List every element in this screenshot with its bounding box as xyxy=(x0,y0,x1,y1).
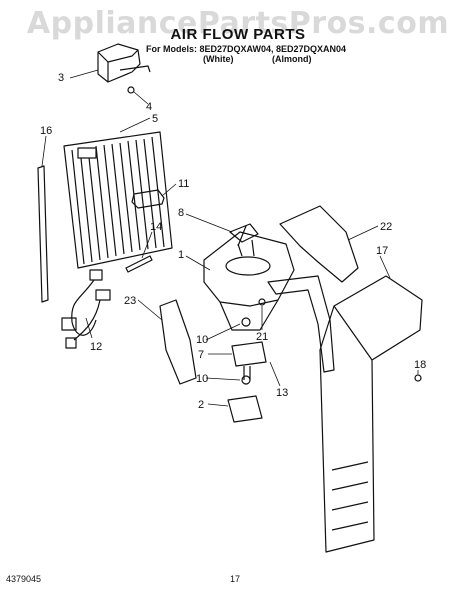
callout-label: 16 xyxy=(40,125,52,137)
callout-label: 11 xyxy=(178,178,189,190)
callout-label: 23 xyxy=(124,295,136,307)
part-fan-motor xyxy=(231,341,267,367)
part-side-duct xyxy=(159,299,197,385)
callout-label: 3 xyxy=(58,72,64,84)
part-gasket-strip xyxy=(37,165,49,303)
variant-white: (White) xyxy=(203,54,234,64)
callout-label: 13 xyxy=(276,387,288,399)
watermark: AppliancePartsPros.com xyxy=(26,6,450,41)
part-grommet-bottom xyxy=(241,375,251,385)
callout-label: 10 xyxy=(196,373,208,385)
callout-label: 10 xyxy=(196,334,208,346)
callout-label: 1 xyxy=(178,249,184,261)
part-upper-duct xyxy=(279,205,359,283)
diagram-title: AIR FLOW PARTS xyxy=(170,26,306,43)
callout-label: 8 xyxy=(178,207,184,219)
callout-label: 22 xyxy=(380,221,392,233)
part-motor-shaft xyxy=(243,366,251,380)
callout-labels: 3 4 5 16 11 14 8 1 22 17 23 10 21 7 12 1… xyxy=(40,72,426,411)
part-damper-block xyxy=(131,189,165,209)
callout-label: 21 xyxy=(256,331,268,343)
callout-label: 7 xyxy=(198,349,204,361)
variant-almond: (Almond) xyxy=(272,54,312,64)
callout-label: 14 xyxy=(150,221,162,233)
callout-label: 2 xyxy=(198,399,204,411)
part-evaporator-cover xyxy=(63,131,173,269)
part-cover-hood xyxy=(97,43,151,83)
models-line: For Models: 8ED27DQXAW04, 8ED27DQXAN04 xyxy=(146,44,347,54)
callout-label: 4 xyxy=(146,101,152,113)
part-screw xyxy=(127,86,135,94)
callout-label: 12 xyxy=(90,341,102,353)
part-u-frame xyxy=(267,275,335,373)
part-number: 4379045 xyxy=(6,574,42,584)
part-rod xyxy=(125,255,153,273)
part-screw-18 xyxy=(414,374,422,382)
leader-lines xyxy=(41,69,419,407)
part-motor-bracket xyxy=(227,395,263,423)
part-wire-harness xyxy=(61,269,111,349)
callout-label: 18 xyxy=(414,359,426,371)
page-number: 17 xyxy=(230,574,241,584)
callout-label: 5 xyxy=(152,113,158,125)
part-screw-21 xyxy=(258,298,266,306)
callout-label: 17 xyxy=(376,245,388,257)
part-back-panel xyxy=(319,275,423,553)
part-fan-blade xyxy=(229,223,259,247)
part-grommet-top xyxy=(241,317,251,327)
